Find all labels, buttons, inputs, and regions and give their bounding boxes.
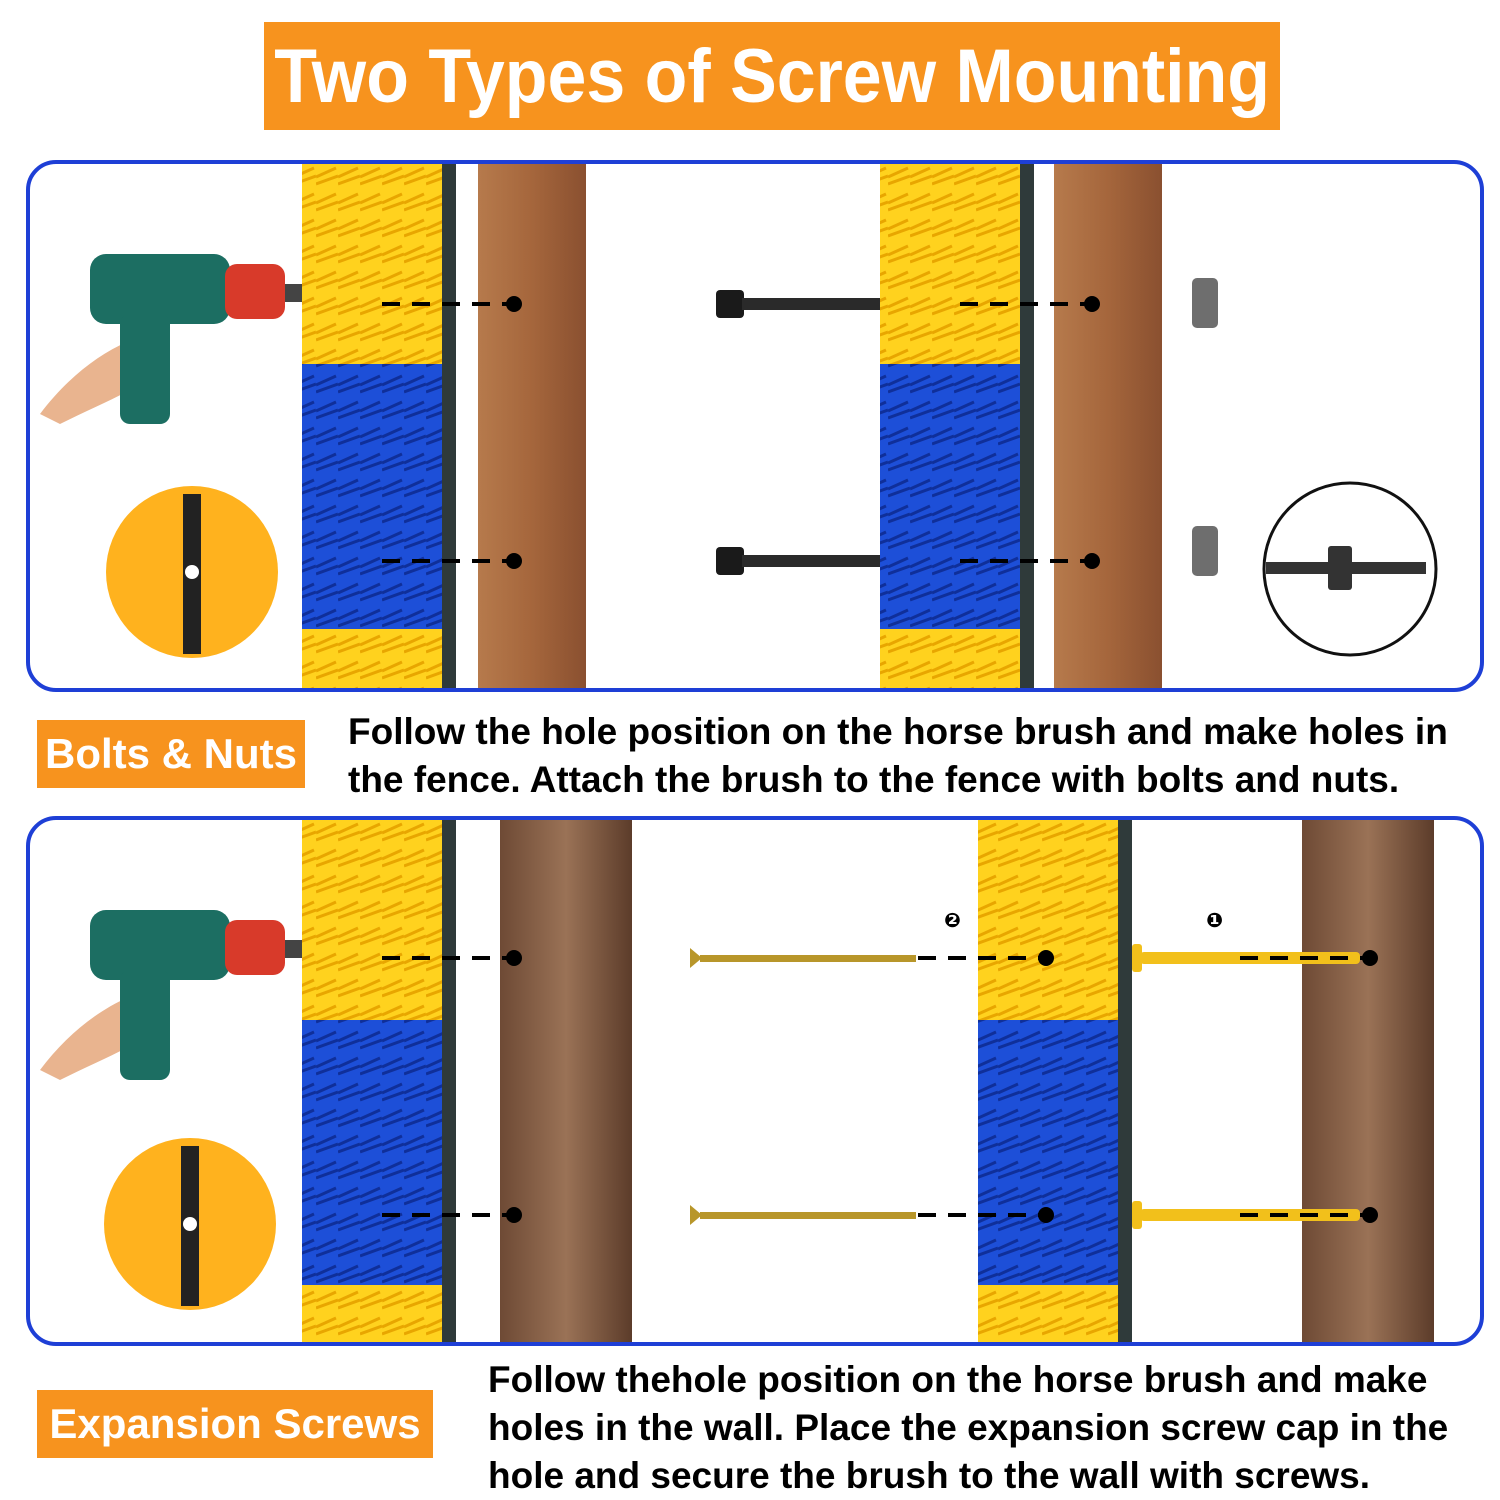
fence-post-right: [1054, 164, 1162, 688]
wall-post-left: [500, 820, 632, 1342]
brush-closeup-icon: [106, 486, 278, 658]
expansion-screws-description: Follow thehole position on the horse bru…: [488, 1359, 1449, 1496]
bolts-nuts-label-text: Bolts & Nuts: [45, 730, 297, 777]
expansion-screws-illustration: [40, 820, 1434, 1342]
fence-post-left: [478, 164, 586, 688]
drill-icon-2: [40, 910, 371, 1080]
expansion-screws-label: Expansion Screws: [37, 1390, 433, 1458]
nut-icon: [1192, 278, 1218, 576]
brush-closeup-icon-2: [104, 1138, 276, 1310]
drill-icon: [40, 254, 371, 424]
bolts-nuts-illustration: [40, 164, 1438, 688]
bolts-nuts-label: Bolts & Nuts: [37, 720, 305, 788]
expansion-screws-illustration-panel: ❷ ❶: [26, 816, 1484, 1346]
horse-brush-left-2: [302, 820, 456, 1342]
bolts-nuts-illustration-panel: [26, 160, 1484, 692]
horse-brush-right-2: [978, 820, 1132, 1342]
horse-brush-left: [302, 164, 456, 688]
wood-screw-icon: [690, 948, 916, 1225]
step-marker-1: ❶: [1206, 908, 1223, 932]
horse-brush-right: [880, 164, 1034, 688]
expansion-screws-label-text: Expansion Screws: [49, 1400, 421, 1447]
bolts-nuts-description: Follow the hole position on the horse br…: [348, 711, 1448, 800]
wall-post-right: [1302, 820, 1434, 1342]
step-marker-2: ❷: [944, 908, 961, 932]
page-title: Two Types of Screw Mounting: [274, 33, 1270, 119]
title-banner: Two Types of Screw Mounting: [264, 22, 1280, 130]
bolt-nut-detail-icon: [1262, 481, 1438, 657]
